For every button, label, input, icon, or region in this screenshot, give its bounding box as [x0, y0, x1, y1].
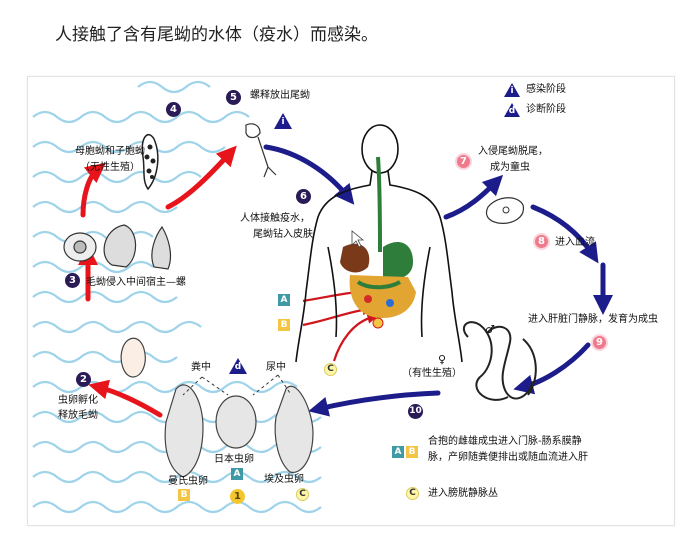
feces-urine-dashes: [182, 374, 291, 396]
label-human-contact-1: 人体接触疫水，: [240, 213, 310, 224]
tag-c-body: C: [324, 363, 337, 376]
tag-c-egg: C: [296, 488, 309, 501]
snail-drawings: [63, 224, 172, 270]
infective-stage-icon: i: [274, 113, 292, 129]
adult-worms-drawing: [462, 321, 537, 401]
label-sexual: （有性生殖）: [402, 368, 462, 379]
step-badge-7: 7: [455, 153, 472, 170]
legend-diagnostic-icon: d: [504, 103, 520, 117]
step-badge-6: 6: [296, 189, 311, 204]
legend-infective-label: 感染阶段: [526, 84, 566, 95]
label-enter-blood: 进入血流: [555, 237, 595, 248]
tag-c-legend: C: [406, 487, 419, 500]
male-symbol-icon: ♂: [485, 323, 495, 336]
sporocyst-drawing: [141, 134, 159, 191]
egg-drawings: [120, 337, 314, 478]
step-badge-9: 9: [591, 334, 608, 351]
tag-a-egg: A: [231, 468, 243, 480]
female-symbol-icon: ♀: [438, 353, 447, 366]
mouse-cursor-icon: [351, 230, 365, 248]
infective-stage-symbol: i: [281, 117, 285, 127]
page-caption: 人接触了含有尾蚴的水体（疫水）而感染。: [55, 25, 378, 45]
label-paired-2: 脉，产卵随粪便排出或随血流进入肝: [428, 452, 588, 463]
label-schistosomula-1: 入侵尾蚴脱尾，: [478, 146, 548, 157]
step-badge-10: 10: [408, 404, 423, 419]
label-miracidia-snail: 毛蚴侵入中间宿主—螺: [86, 277, 186, 288]
step-badge-1: 1: [230, 489, 245, 504]
tag-b-egg: B: [178, 489, 190, 501]
schistosomiasis-lifecycle-diagram: i 感染阶段 d 诊断阶段 4 5 6 3 2 10 7 8 9 1 i d 螺…: [27, 76, 675, 526]
blue-cycle-arrows: [263, 144, 613, 417]
tag-b-body: B: [278, 319, 290, 331]
label-egg-japonicum: 日本虫卵: [214, 454, 254, 465]
label-bladder: 进入膀胱静脉丛: [428, 488, 498, 499]
tag-a-legend: A: [392, 446, 404, 458]
label-egg-mansoni: 曼氏虫卵: [168, 476, 208, 487]
step-badge-4: 4: [166, 102, 181, 117]
label-portal-vein: 进入肝脏门静脉，发育为成虫: [528, 314, 658, 325]
label-human-contact-2: 尾蚴钻入皮肤: [253, 229, 313, 240]
red-cycle-arrows: [78, 145, 237, 418]
legend-diagnostic-label: 诊断阶段: [526, 104, 566, 115]
step-badge-5: 5: [226, 90, 241, 105]
internal-organs: [340, 156, 416, 329]
human-body: [295, 124, 463, 363]
label-sporocysts: 母胞蚴和子胞蚴: [75, 146, 145, 157]
diagram-artwork: [32, 80, 613, 514]
step-badge-2: 2: [76, 372, 91, 387]
legend-infective-icon: i: [504, 83, 520, 97]
diagnostic-stage-symbol: d: [234, 362, 242, 372]
legend-infective-symbol: i: [510, 86, 514, 96]
label-asexual: （无性生殖）: [80, 162, 140, 173]
schistosomulum-drawing: [485, 197, 524, 224]
diagnostic-stage-icon: d: [229, 358, 247, 374]
legend-diagnostic-symbol: d: [508, 106, 516, 116]
label-hatch-2: 释放毛蚴: [58, 410, 98, 421]
label-in-feces: 粪中: [191, 362, 211, 373]
label-in-urine: 尿中: [266, 362, 286, 373]
step-badge-8: 8: [533, 233, 550, 250]
tag-a-body: A: [278, 294, 290, 306]
label-schistosomula-2: 成为童虫: [490, 162, 530, 173]
label-hatch-1: 虫卵孵化: [58, 395, 98, 406]
label-paired-1: 合抱的雌雄成虫进入门脉-肠系膜静: [428, 436, 582, 447]
cercaria-drawing: [245, 123, 277, 178]
label-cercariae-released: 螺释放出尾蚴: [250, 90, 310, 101]
step-badge-3: 3: [65, 273, 80, 288]
label-egg-haematobium: 埃及虫卵: [264, 474, 304, 485]
tag-b-legend: B: [406, 446, 418, 458]
